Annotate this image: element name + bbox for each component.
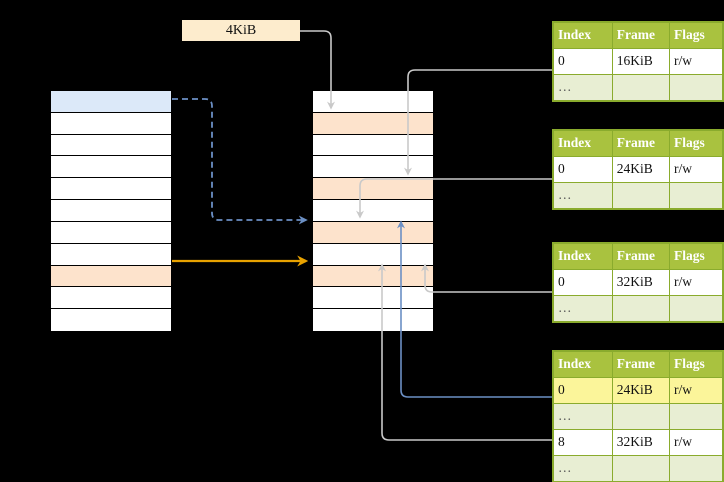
cell-frame	[611, 403, 670, 430]
column-header-frame: Frame	[611, 130, 670, 157]
table-row[interactable]: …	[553, 455, 724, 482]
cell-flags	[668, 403, 724, 430]
column-header-index: Index	[553, 351, 613, 378]
table-row[interactable]: …	[553, 295, 724, 322]
cell-flags: r/w	[668, 429, 724, 456]
column-header-flags: Flags	[668, 351, 724, 378]
column-header-frame: Frame	[611, 243, 670, 270]
cell-flags: r/w	[668, 48, 724, 75]
cell-index: 0	[553, 48, 613, 75]
virtual-page-row-10	[51, 287, 171, 310]
column-header-flags: Flags	[668, 130, 724, 157]
column-header-index: Index	[553, 130, 613, 157]
cell-index: …	[553, 295, 613, 322]
physical-frame-row-8	[313, 243, 433, 266]
connector-pt3-to-frame	[421, 263, 552, 293]
cell-index: …	[553, 455, 613, 482]
column-header-frame: Frame	[611, 351, 670, 378]
cell-frame: 32KiB	[611, 269, 670, 296]
page-size-label: 4KiB	[182, 20, 300, 41]
column-header-index: Index	[553, 243, 613, 270]
cell-frame	[611, 74, 670, 101]
cell-index: 8	[553, 429, 613, 456]
physical-frame-row-10	[313, 287, 433, 310]
physical-frame-row-11	[313, 309, 433, 331]
cell-flags	[668, 295, 724, 322]
virtual-address-space-column	[50, 90, 172, 331]
cell-flags	[668, 74, 724, 101]
physical-frame-row-6	[313, 200, 433, 222]
physical-memory-column	[312, 90, 434, 331]
virtual-page-row-9	[51, 265, 171, 288]
cell-flags	[668, 182, 724, 209]
virtual-page-row-3	[51, 134, 171, 157]
physical-frame-row-2	[313, 112, 433, 135]
cell-index: 0	[553, 269, 613, 296]
physical-frame-row-7	[313, 221, 433, 244]
cell-flags: r/w	[668, 156, 724, 183]
cell-flags: r/w	[668, 377, 724, 404]
physical-frame-row-3	[313, 134, 433, 157]
column-header-frame: Frame	[611, 22, 670, 49]
cell-flags	[668, 455, 724, 482]
virtual-page-row-4	[51, 156, 171, 179]
cell-index: 0	[553, 377, 613, 404]
physical-frame-row-4	[313, 156, 433, 179]
cell-frame	[611, 182, 670, 209]
cell-index: …	[553, 182, 613, 209]
cell-index: …	[553, 403, 613, 430]
virtual-page-row-1	[51, 91, 171, 113]
cell-index: 0	[553, 156, 613, 183]
virtual-page-row-8	[51, 243, 171, 266]
virtual-page-row-7	[51, 221, 171, 244]
cell-frame	[611, 455, 670, 482]
column-header-flags: Flags	[668, 243, 724, 270]
cell-frame: 16KiB	[611, 48, 670, 75]
cell-frame	[611, 295, 670, 322]
physical-frame-row-9	[313, 265, 433, 288]
cell-frame: 24KiB	[611, 377, 670, 404]
connector-vpage-to-frame-dashed	[172, 98, 308, 225]
physical-frame-row-5	[313, 178, 433, 201]
virtual-page-row-2	[51, 112, 171, 135]
physical-frame-row-1	[313, 91, 433, 113]
virtual-page-row-11	[51, 309, 171, 331]
cell-frame: 24KiB	[611, 156, 670, 183]
virtual-page-row-6	[51, 200, 171, 222]
table-row[interactable]: …	[553, 403, 724, 430]
column-header-flags: Flags	[668, 22, 724, 49]
table-row[interactable]: …	[553, 182, 724, 209]
cell-index: …	[553, 74, 613, 101]
virtual-page-row-5	[51, 178, 171, 201]
table-row[interactable]: …	[553, 74, 724, 101]
cell-flags: r/w	[668, 269, 724, 296]
column-header-index: Index	[553, 22, 613, 49]
cell-frame: 32KiB	[611, 429, 670, 456]
